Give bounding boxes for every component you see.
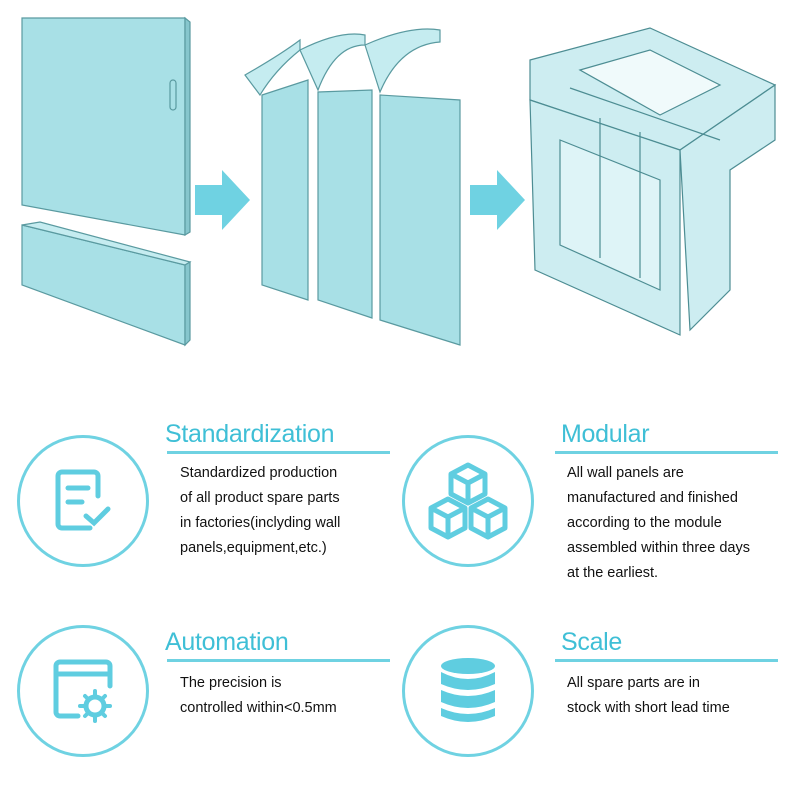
description-line: All spare parts are in (567, 675, 700, 691)
feature-description: All wall panels are manufactured and fin… (567, 461, 750, 586)
description-line: stock with short lead time (567, 700, 730, 716)
description-line: of all product spare parts (180, 490, 340, 506)
description-line: according to the module (567, 515, 722, 531)
automation-icon-circle (17, 625, 149, 757)
description-line: The precision is (180, 675, 282, 691)
title-underline (167, 659, 390, 662)
description-line: Standardized production (180, 465, 338, 481)
description-line: All wall panels are (567, 465, 684, 481)
feature-title: Automation (165, 628, 289, 656)
database-stack-icon (441, 658, 495, 722)
title-underline (167, 451, 390, 454)
assembly-illustration (21, 16, 777, 347)
description-line: panels,equipment,etc.) (180, 540, 327, 556)
feature-description: All spare parts are in stock with short … (567, 671, 730, 721)
description-line: manufactured and finished (567, 490, 738, 506)
cubes-icon (428, 462, 508, 540)
description-line: assembled within three days (567, 540, 750, 556)
standardization-icon-circle (17, 435, 149, 567)
title-underline (555, 451, 778, 454)
arrow-right-icon (195, 170, 250, 230)
arrow-right-icon (470, 170, 525, 230)
feature-description: The precision is controlled within<0.5mm (180, 671, 337, 721)
modular-icon-circle (402, 435, 534, 567)
assembled-module (529, 27, 777, 336)
browser-gear-icon (53, 659, 113, 723)
feature-description: Standardized production of all product s… (180, 461, 340, 561)
feature-title: Scale (561, 628, 623, 656)
title-underline (555, 659, 778, 662)
feature-title: Standardization (165, 420, 335, 448)
feature-title: Modular (561, 420, 650, 448)
description-line: at the earliest. (567, 565, 659, 581)
scale-icon-circle (402, 625, 534, 757)
checklist-icon (55, 469, 111, 531)
wall-panel-single (21, 16, 192, 347)
description-line: in factories(inclyding wall (180, 515, 341, 531)
wall-panels-curved (244, 28, 461, 346)
description-line: controlled within<0.5mm (180, 700, 337, 716)
